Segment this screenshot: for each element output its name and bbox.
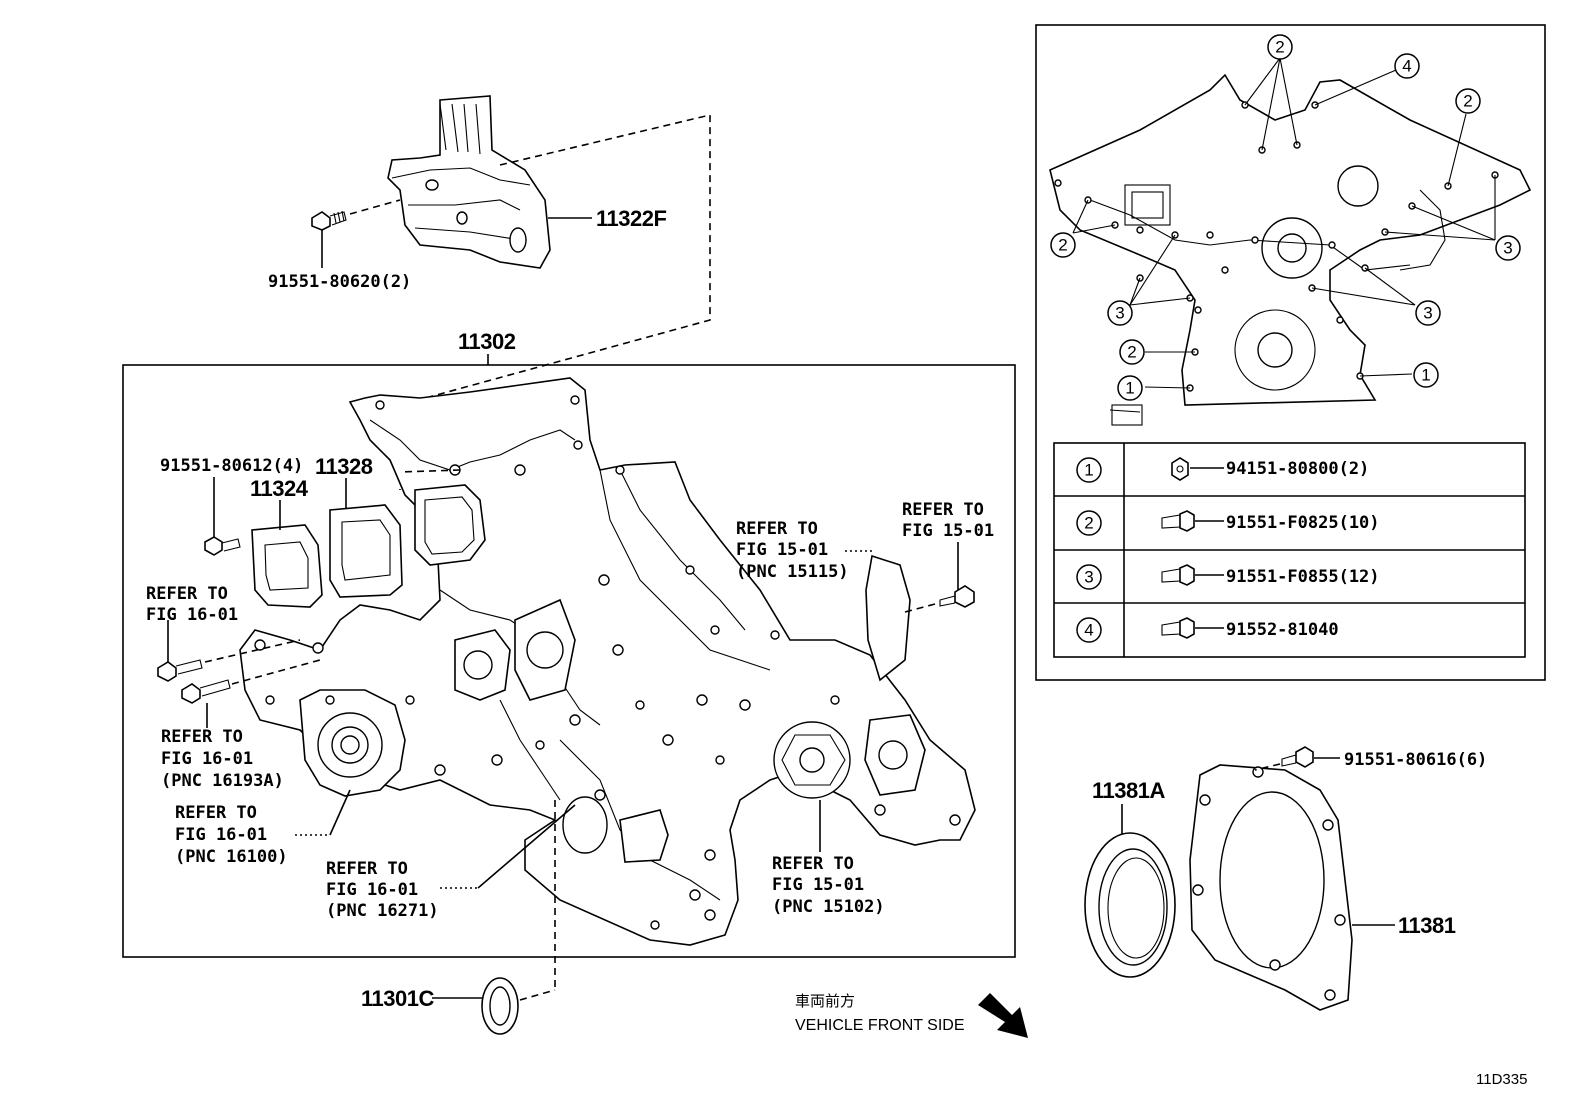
callout-leaders	[1072, 57, 1496, 389]
callout-circle: 2	[1050, 232, 1076, 258]
svg-text:2: 2	[1127, 343, 1136, 362]
part-label-11324[interactable]: 11324	[250, 476, 309, 501]
gasket-11324	[251, 524, 323, 608]
rear-oil-seal	[1084, 832, 1176, 978]
direction-label-en: VEHICLE FRONT SIDE	[795, 1017, 965, 1034]
bolt-icon	[181, 679, 231, 704]
svg-text:2: 2	[1084, 514, 1093, 533]
cover-outline-detail	[1049, 73, 1532, 426]
bolt-icon	[1161, 617, 1195, 639]
front-direction-arrow-icon	[978, 993, 1028, 1038]
svg-text:REFER TO: REFER TO	[175, 803, 257, 823]
figure-code: 11D335	[1476, 1071, 1527, 1088]
svg-text:1: 1	[1421, 366, 1430, 385]
callout-circle: 2	[1455, 88, 1481, 114]
svg-text:FIG 15-01: FIG 15-01	[736, 540, 828, 560]
svg-text:1: 1	[1125, 379, 1134, 398]
callout-circle: 2	[1119, 339, 1145, 365]
svg-text:2: 2	[1058, 236, 1067, 255]
bolt-icon	[1161, 564, 1195, 586]
bolt-icon	[311, 210, 347, 231]
svg-text:91552-81040: 91552-81040	[1226, 620, 1339, 640]
callout-circle: 1	[1117, 375, 1143, 401]
bolt-icon	[1281, 746, 1314, 768]
bolt-icon	[1161, 510, 1195, 532]
bolt-icon	[157, 659, 203, 682]
part-label-11328[interactable]: 11328	[315, 454, 373, 479]
direction-label-cn: 車両前方	[795, 992, 855, 1010]
svg-text:REFER TO: REFER TO	[326, 859, 408, 879]
callout-circle: 1	[1413, 362, 1439, 388]
reference-note-r6[interactable]: REFER TO FIG 15-01	[902, 500, 994, 541]
callout-circle: 3	[1495, 235, 1521, 261]
svg-text:3: 3	[1115, 304, 1124, 323]
svg-text:FIG 15-01: FIG 15-01	[772, 875, 864, 895]
part-label-91551-80612[interactable]: 91551-80612(4)	[160, 456, 303, 476]
svg-text:FIG 16-01: FIG 16-01	[326, 880, 418, 900]
callout-circle: 3	[1415, 300, 1441, 326]
bolt-table-row[interactable]: 3 91551-F0855(12)	[1076, 564, 1380, 590]
reference-note-r3[interactable]: REFER TO FIG 16-01 (PNC 16100)	[175, 803, 288, 867]
svg-text:3: 3	[1503, 239, 1512, 258]
flange-nut-icon	[1171, 457, 1189, 481]
svg-text:3: 3	[1423, 304, 1432, 323]
svg-text:REFER TO: REFER TO	[146, 584, 228, 604]
reference-note-r5[interactable]: REFER TO FIG 15-01 (PNC 15115)	[736, 519, 849, 582]
svg-text:(PNC 16271): (PNC 16271)	[326, 901, 439, 921]
bolt-table-row[interactable]: 4 91552-81040	[1076, 617, 1339, 643]
main-assembly-frame	[122, 364, 1016, 958]
bolt-table-row[interactable]: 1 94151-80800(2)	[1076, 457, 1369, 483]
bolt-table: 1 94151-80800(2) 2 91551-F0825(10) 3	[1053, 442, 1526, 658]
callout-circle: 4	[1394, 53, 1420, 79]
part-label-11381a[interactable]: 11381A	[1092, 778, 1166, 803]
bracket-11322f	[387, 95, 551, 269]
oil-pump-cover-edge	[865, 554, 911, 682]
part-label-91551-80616[interactable]: 91551-80616(6)	[1344, 750, 1487, 770]
water-pump	[299, 689, 406, 797]
svg-text:94151-80800(2): 94151-80800(2)	[1226, 459, 1369, 479]
svg-text:91551-F0855(12): 91551-F0855(12)	[1226, 567, 1380, 587]
part-label-11322f[interactable]: 11322F	[596, 206, 667, 231]
svg-text:REFER TO: REFER TO	[736, 519, 818, 539]
svg-text:(PNC 15115): (PNC 15115)	[736, 562, 849, 582]
gasket-11328	[329, 504, 403, 598]
svg-text:REFER TO: REFER TO	[902, 500, 984, 520]
bolt-location-panel	[1035, 24, 1546, 681]
svg-text:FIG 15-01: FIG 15-01	[902, 521, 994, 541]
bolt-icon	[204, 536, 241, 556]
reference-note-r2[interactable]: REFER TO FIG 16-01 (PNC 16193A)	[161, 727, 284, 791]
svg-text:REFER TO: REFER TO	[772, 854, 854, 874]
svg-text:FIG 16-01: FIG 16-01	[146, 605, 238, 625]
reference-note-r4[interactable]: REFER TO FIG 16-01 (PNC 16271)	[326, 859, 439, 921]
bolt-icon	[939, 585, 975, 608]
svg-text:2: 2	[1275, 38, 1284, 57]
front-oil-seal	[481, 977, 519, 1035]
svg-text:1: 1	[1084, 461, 1093, 480]
timing-chain-cover	[239, 377, 976, 990]
bolt-table-row[interactable]: 2 91551-F0825(10)	[1076, 510, 1380, 536]
svg-text:3: 3	[1084, 568, 1093, 587]
svg-text:2: 2	[1463, 92, 1472, 111]
svg-text:4: 4	[1402, 57, 1411, 76]
svg-text:FIG 16-01: FIG 16-01	[175, 825, 267, 845]
oil-pump-rotor	[773, 721, 851, 799]
svg-text:(PNC 15102): (PNC 15102)	[772, 897, 885, 917]
svg-text:(PNC 16193A): (PNC 16193A)	[161, 771, 284, 791]
crank-seal-bore	[562, 796, 608, 854]
callout-circle: 2	[1267, 34, 1293, 60]
reference-note-r1[interactable]: REFER TO FIG 16-01	[146, 584, 238, 625]
callout-circle: 3	[1107, 300, 1133, 326]
part-label-11301c[interactable]: 11301C	[361, 986, 435, 1011]
part-label-11381[interactable]: 11381	[1398, 913, 1456, 938]
part-label-11302[interactable]: 11302	[458, 329, 516, 354]
reference-note-r7[interactable]: REFER TO FIG 15-01 (PNC 15102)	[772, 854, 885, 917]
svg-text:91551-F0825(10): 91551-F0825(10)	[1226, 513, 1380, 533]
part-label-91551-80620[interactable]: 91551-80620(2)	[268, 272, 411, 292]
rear-seal-retainer	[1189, 764, 1353, 1011]
svg-text:REFER TO: REFER TO	[161, 727, 243, 747]
svg-text:(PNC 16100): (PNC 16100)	[175, 847, 288, 867]
svg-text:FIG 16-01: FIG 16-01	[161, 749, 253, 769]
svg-text:4: 4	[1084, 621, 1093, 640]
